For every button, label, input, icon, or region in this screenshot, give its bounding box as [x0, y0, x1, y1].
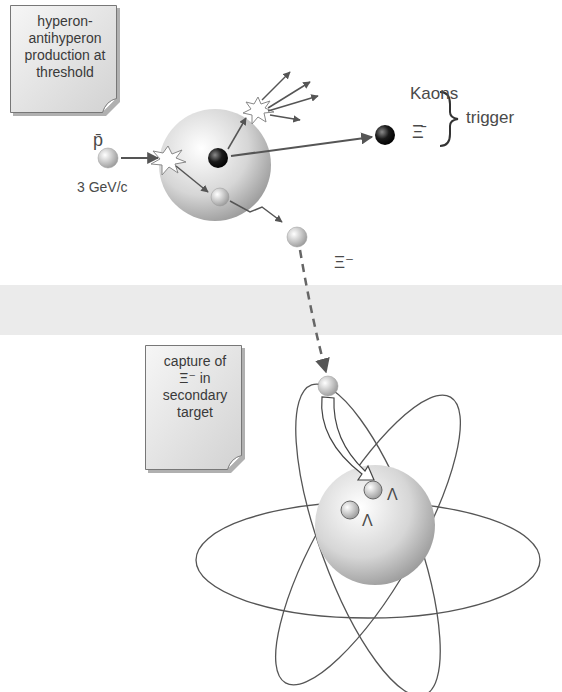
particle-label: Ξ⁻ — [334, 253, 354, 272]
kaon-track — [268, 96, 318, 111]
callout-note: hyperon-antihyperon production at thresh… — [10, 5, 120, 113]
xi-minus-ball — [318, 376, 338, 396]
kaon-track — [262, 72, 290, 100]
transfer-arrow — [300, 250, 326, 372]
particle-label: p̄ — [93, 130, 103, 150]
label-holder: Ξ⁻ — [334, 252, 354, 273]
label-holder: Ξ̄ — [412, 122, 424, 143]
label-holder: Kaons — [410, 84, 458, 104]
particle-label: 3 GeV/c — [77, 179, 128, 195]
nucleus-sphere — [315, 465, 435, 585]
label-holder: Λ — [362, 512, 373, 530]
particle-label: Ξ̄ — [412, 122, 424, 142]
beam-arrow — [121, 157, 158, 159]
label-holder: Λ — [387, 486, 398, 504]
label-holder: trigger — [466, 108, 514, 128]
hyperon-ball — [211, 188, 229, 206]
kaon-track — [228, 118, 246, 149]
antihyperon-ball — [208, 148, 228, 168]
lambda-ball — [364, 481, 382, 499]
label-holder: 3 GeV/c — [77, 178, 128, 196]
antihyperon-track — [231, 137, 372, 156]
particle-label: Kaons — [410, 84, 458, 103]
antixi-ball — [375, 125, 395, 145]
xi-minus-ball — [287, 227, 307, 247]
kaon-track — [270, 115, 300, 120]
hyperon-track — [230, 201, 282, 222]
hyperon-track — [176, 166, 208, 192]
lambda-ball — [341, 501, 359, 519]
particle-label: trigger — [466, 108, 514, 127]
particle-label: Λ — [387, 486, 398, 503]
antiproton-ball — [98, 148, 118, 168]
separator-band — [0, 285, 562, 335]
callout-note: capture of Ξ⁻ in secondary target — [145, 345, 245, 470]
atom-orbits — [196, 369, 540, 692]
note-text: hyperon-antihyperon production at thresh… — [10, 5, 120, 95]
capture-arrow — [322, 397, 374, 480]
particle-label: Λ — [362, 512, 373, 529]
label-holder: p̄ — [93, 130, 103, 151]
note-text: capture of Ξ⁻ in secondary target — [145, 345, 245, 435]
